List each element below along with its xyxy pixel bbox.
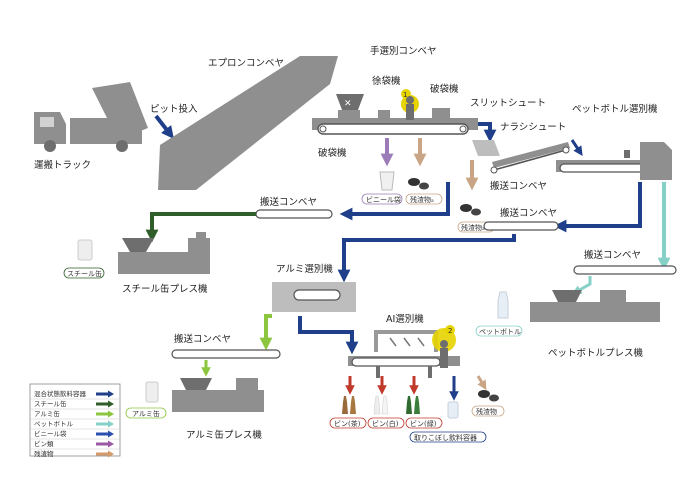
badge-2: 2 bbox=[448, 327, 452, 335]
legend-label: ビン類 bbox=[34, 439, 54, 448]
residue-c-icon bbox=[478, 390, 499, 402]
residue-b-icon bbox=[460, 204, 481, 216]
steel-press-machine bbox=[118, 232, 210, 274]
legend-label: ビニール袋 bbox=[34, 429, 67, 438]
legend-label: 残渣物 bbox=[34, 449, 54, 458]
svg-text:✕: ✕ bbox=[344, 99, 352, 109]
alu-can-tag: アルミ缶 bbox=[132, 409, 160, 418]
pet-press-label: ペットボトルプレス機 bbox=[548, 347, 644, 359]
pet-bottle-icon bbox=[497, 291, 509, 319]
legend-label: ペットボトル bbox=[34, 420, 74, 428]
to-alu-sorter-arrow bbox=[337, 234, 516, 283]
spill-container-tag: 取りこぼし飲料容器 bbox=[414, 433, 477, 442]
residue-a-icon bbox=[408, 178, 429, 190]
pet-to-press-arrow bbox=[571, 276, 592, 295]
residue-a-tag: 残渣物ₐ bbox=[410, 195, 434, 204]
to-left-conv-arrow bbox=[339, 182, 450, 221]
brown-bottle-icons bbox=[342, 396, 356, 414]
legend-arrow-icon bbox=[96, 400, 114, 408]
left-conveyor bbox=[255, 209, 333, 219]
pit-label: ピット投入 bbox=[150, 103, 198, 115]
to-mid-conv-arrow bbox=[553, 182, 642, 233]
legend-arrow-icon bbox=[96, 430, 114, 438]
conv-after-slit-label: 搬送コンベヤ bbox=[490, 180, 547, 192]
steel-press-label: スチール缶プレス機 bbox=[122, 283, 208, 295]
conv-right-label: 搬送コンベヤ bbox=[584, 249, 641, 261]
residue-b-tag: 残渣物ₐ bbox=[461, 223, 485, 232]
legend-arrow-icon bbox=[96, 390, 114, 398]
alu-can-icon bbox=[145, 381, 159, 403]
apron-conveyor bbox=[158, 56, 338, 190]
mid-conveyor bbox=[483, 221, 559, 231]
to-ai-sorter-arrow bbox=[298, 316, 359, 355]
right-conveyor bbox=[573, 265, 677, 275]
conv-left-label: 搬送コンベヤ bbox=[260, 196, 317, 208]
pet-sorter-machine bbox=[556, 142, 672, 180]
hand-sort-conveyor: ✕ 1 bbox=[312, 89, 478, 135]
bag-break-top-label: 破袋機 bbox=[430, 83, 459, 95]
truck-label: 運搬トラック bbox=[34, 159, 91, 171]
slit-chute-label: スリットシュート bbox=[470, 98, 546, 109]
legend-arrow-icon bbox=[96, 450, 114, 458]
legend-label: スチール缶 bbox=[34, 399, 67, 408]
green-bottle-icons bbox=[406, 396, 420, 414]
ai-sorter-label: AI選別機 bbox=[386, 313, 424, 325]
alu-press-label: アルミ缶プレス機 bbox=[186, 429, 262, 441]
bin-white-tag: ビン(白) bbox=[372, 419, 399, 428]
alu-conveyor bbox=[171, 349, 281, 359]
legend-arrow-icon bbox=[96, 440, 114, 448]
pet-press-machine bbox=[530, 290, 660, 322]
vinyl-icon bbox=[379, 171, 395, 191]
steel-arrow bbox=[145, 212, 256, 243]
legend-label: 混合状態飲料容器 bbox=[34, 389, 87, 398]
ai-sorter-machine bbox=[348, 325, 460, 378]
conv-mid-label: 搬送コンベヤ bbox=[500, 207, 557, 219]
apron-label: エプロンコンベヤ bbox=[208, 58, 284, 69]
bin-brown-tag: ビン(茶) bbox=[334, 419, 361, 428]
alu-down-arrow bbox=[259, 314, 273, 351]
white-bottle-icons bbox=[373, 395, 389, 415]
residue-c-tag: 残渣物 bbox=[476, 407, 497, 416]
slit-chute bbox=[472, 140, 500, 156]
hand-sort-label: 手選別コンベヤ bbox=[370, 45, 437, 57]
conv-alu-label: 搬送コンベヤ bbox=[174, 333, 231, 345]
truck-illustration bbox=[34, 82, 148, 152]
steel-can-tag: スチール缶 bbox=[67, 269, 102, 278]
narashi-arrow bbox=[570, 139, 583, 156]
legend-arrow-icon bbox=[96, 420, 114, 428]
to-slit-arrow bbox=[478, 122, 497, 143]
vinyl-tag: ビニール袋 bbox=[366, 195, 401, 204]
pet-bottle-tag: ペットボトル bbox=[479, 328, 521, 336]
pit-arrow bbox=[154, 114, 174, 140]
spill-container-icon bbox=[447, 401, 459, 419]
bin-green-tag: ビン(緑) bbox=[410, 419, 437, 428]
bag-break-bottom-label: 破袋機 bbox=[318, 147, 347, 159]
badge-1: 1 bbox=[403, 91, 407, 99]
legend-label: アルミ缶 bbox=[34, 409, 60, 418]
pet-sorter-label: ペットボトル選別機 bbox=[572, 103, 658, 115]
alu-sorter-label: アルミ選別機 bbox=[276, 263, 333, 275]
residue-c-arrow bbox=[476, 375, 487, 391]
alu-press-machine bbox=[172, 378, 264, 412]
legend-arrow-icon bbox=[96, 410, 114, 418]
steel-can-icon bbox=[77, 239, 93, 261]
after-slit-conveyor bbox=[490, 142, 570, 174]
bag-loosen-label: 徐袋機 bbox=[372, 75, 401, 87]
alu-sorter-machine bbox=[272, 282, 356, 312]
narashi-chute-label: ナラシシュート bbox=[500, 122, 566, 133]
